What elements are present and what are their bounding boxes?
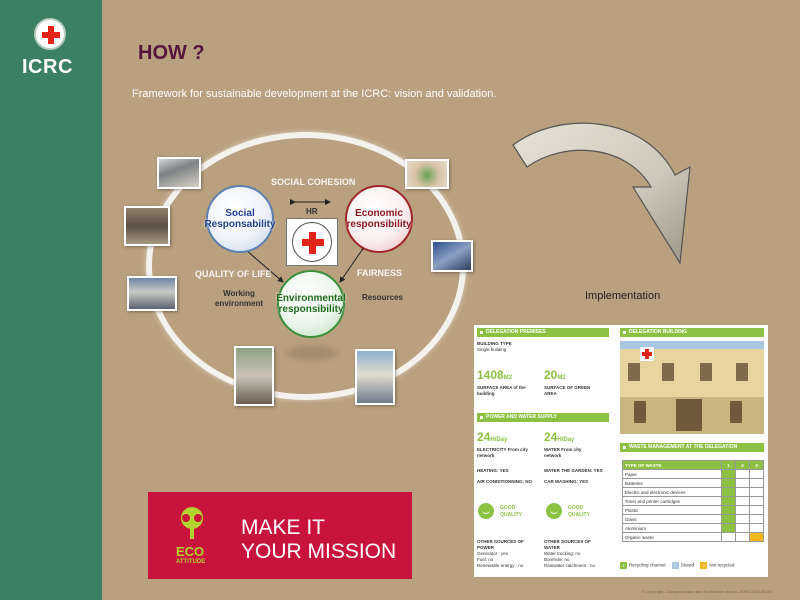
smiley-icon	[478, 503, 494, 519]
economic-env-connector	[339, 244, 368, 283]
sphere-shadow	[287, 346, 337, 360]
building-photo	[620, 341, 764, 434]
implementation-label: Implementation	[585, 290, 661, 302]
table-row: Electric and electronic devices	[622, 487, 764, 497]
table-row: Toner and printer cartridges	[622, 496, 764, 506]
hr-label: HR	[306, 207, 318, 216]
waste-header: WASTE MANAGEMENT AT THE DELEGATION	[620, 443, 764, 452]
photo-street	[234, 346, 274, 406]
photo-cash	[431, 240, 473, 272]
other-power-label: OTHER SOURCES OF POWER	[477, 539, 524, 550]
photo-group	[124, 206, 170, 246]
other-water-label: OTHER SOURCES OF WATER	[544, 539, 591, 550]
power-header: POWER AND WATER SUPPLY	[477, 413, 609, 422]
table-header-row: TYPE OF WASTE 1 2 3	[622, 460, 764, 470]
premises-header: DELEGATION PREMISES	[477, 328, 609, 337]
economic-responsibility-sphere: Economic responsibility	[345, 185, 413, 253]
environmental-responsibility-sphere: Environmental responsibility	[276, 270, 346, 338]
air-conditioning-status: AIR CONDITIONNING: NO	[477, 479, 532, 484]
table-row: Plastic	[622, 505, 764, 515]
waste-table: TYPE OF WASTE 1 2 3 Paper Batteries Elec…	[622, 460, 764, 542]
table-row: Aluminium	[622, 523, 764, 533]
photo-hands-plant	[405, 159, 449, 189]
electricity-label: ELECTRICITY From city network	[477, 447, 528, 458]
renewable-status: Renewable energy : no	[477, 563, 524, 568]
red-cross-logo-icon	[34, 18, 66, 50]
economic-label: Economic responsibility	[346, 207, 412, 231]
resources-label: Resources	[362, 293, 403, 302]
working-environment-label: Working environment	[214, 289, 263, 308]
sidebar: ICRC	[0, 0, 102, 600]
fuel-status: Fuel: no	[477, 557, 494, 562]
social-label: Social Responsability	[204, 207, 276, 231]
photo-house	[355, 349, 395, 405]
water-garden-status: WATER THE GARDEN: YES	[544, 468, 603, 473]
slide-title: HOW ?	[138, 42, 205, 64]
footer-note: © Copyright - Comprehensive and Sustaina…	[642, 589, 772, 594]
curved-arrow-icon	[512, 122, 691, 265]
delegation-report: DELEGATION PREMISES DELEGATION BUILDING …	[474, 325, 768, 577]
water-label: WATER From city network	[544, 447, 582, 458]
building-type-label: BUILDING TYPE	[477, 341, 512, 346]
fairness-label: FAIRNESS	[357, 268, 403, 278]
surface-building-value: 1408M2	[477, 368, 513, 382]
surface-building-label: SURFACE AREA of the building	[477, 385, 526, 396]
borehole-status: Borehole: no	[544, 557, 570, 562]
power-good-quality: GOOD QUALITY	[500, 505, 522, 518]
water-trucking-status: Water trucking: no	[544, 551, 581, 556]
banner-line-2: YOUR MISSION	[241, 540, 397, 563]
environmental-label: Environmental responsibility	[276, 292, 346, 316]
generator-status: Generator : yes	[477, 551, 509, 556]
logo-text: ICRC	[22, 56, 73, 78]
eco-attitude-banner: ECO ATTITUDE MAKE IT YOUR MISSION	[148, 492, 412, 579]
smiley-icon	[546, 503, 562, 519]
tree-icon	[181, 507, 203, 539]
table-row: Organic waste	[622, 532, 764, 542]
social-env-connector	[240, 244, 284, 283]
building-type-value: Single building	[477, 347, 507, 352]
photo-office	[127, 276, 177, 311]
table-row: Batteries	[622, 478, 764, 488]
electricity-value: 24H/Day	[477, 430, 508, 444]
eco-logo-title: ECO	[176, 544, 205, 559]
social-cohesion-label: SOCIAL COHESION	[271, 177, 356, 187]
building-header: DELEGATION BUILDING	[620, 328, 764, 337]
table-header-cell: TYPE OF WASTE	[622, 460, 722, 470]
icrc-emblem-icon	[286, 218, 338, 266]
surface-green-value: 20M2	[544, 368, 566, 382]
eco-logo-subtitle: ATTITUDE	[176, 559, 206, 565]
banner-line-1: MAKE IT	[241, 516, 326, 539]
surface-green-label: SURFACE OF GREEN AREA	[544, 385, 591, 396]
social-responsibility-sphere: Social Responsability	[204, 185, 276, 253]
table-row: Glass	[622, 514, 764, 524]
quality-of-life-label: QUALITY OF LIFE	[195, 269, 272, 279]
slide-subtitle: Framework for sustainable development at…	[132, 88, 497, 100]
rainwater-status: Rainwater catchment : no	[544, 563, 596, 568]
photo-meeting	[157, 157, 201, 189]
water-good-quality: GOOD QUALITY	[568, 505, 590, 518]
table-row: Paper	[622, 469, 764, 479]
car-washing-status: CAR WASHING: YES	[544, 479, 589, 484]
heating-status: HEATING: YES	[477, 468, 509, 473]
water-value: 24H/Day	[544, 430, 575, 444]
